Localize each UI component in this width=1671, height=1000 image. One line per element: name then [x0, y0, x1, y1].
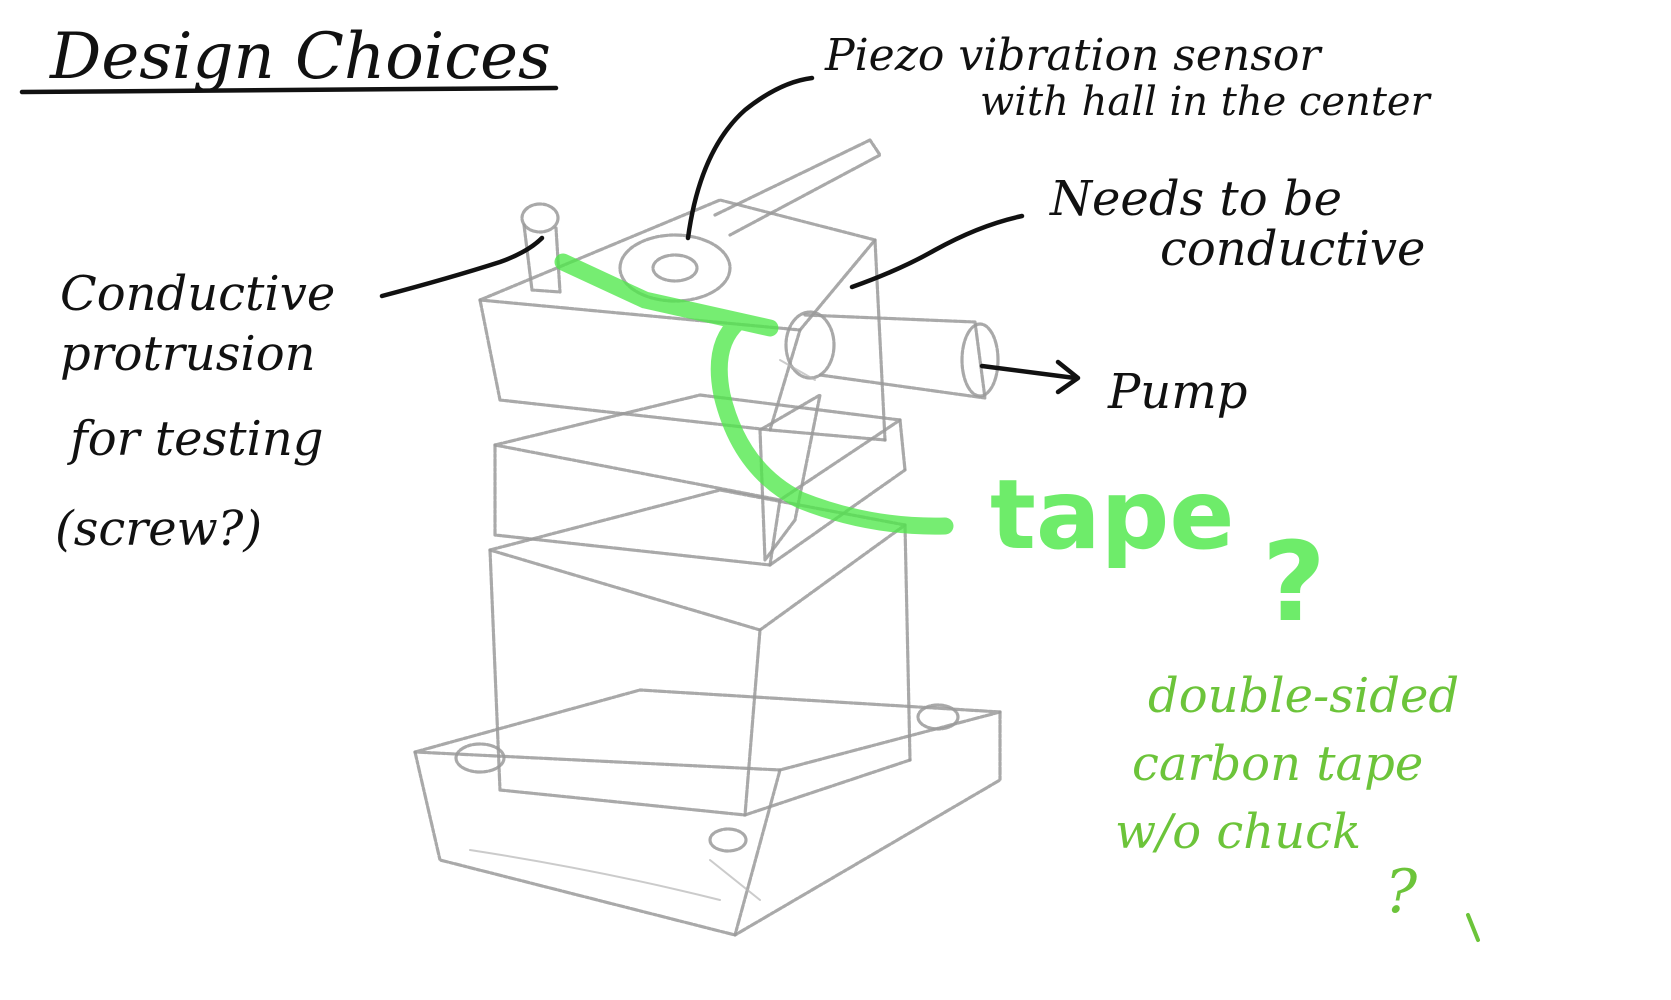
protrusion-label-line3: for testing	[67, 411, 323, 467]
tape-note-question: ?	[1262, 518, 1326, 646]
alt-note-line1: double-sided	[1148, 668, 1459, 724]
alt-note-line3: w/o chuck	[1115, 804, 1361, 860]
protrusion-leader-line	[382, 238, 542, 296]
tape-note-word: tape	[990, 459, 1235, 571]
conductive-label-line2: conductive	[1160, 221, 1425, 277]
protrusion-label-line1: Conductive	[60, 266, 335, 322]
piezo-label-line1: Piezo vibration sensor	[824, 30, 1323, 81]
tape-highlight-stroke	[563, 262, 945, 526]
conductive-leader-line	[852, 216, 1022, 287]
piezo-label-line2: with hall in the center	[980, 79, 1433, 125]
protrusion-label-line4: (screw?)	[55, 501, 262, 557]
alt-note-tick	[1468, 915, 1478, 940]
alt-note-line2: carbon tape	[1132, 736, 1423, 792]
page-title: Design Choices	[49, 20, 551, 94]
pump-label: Pump	[1107, 364, 1247, 420]
alt-note-question: ?	[1385, 857, 1418, 927]
protrusion-label-line2: protrusion	[60, 326, 316, 382]
conductive-label-line1: Needs to be	[1049, 171, 1342, 227]
piezo-leader-line	[688, 78, 812, 238]
